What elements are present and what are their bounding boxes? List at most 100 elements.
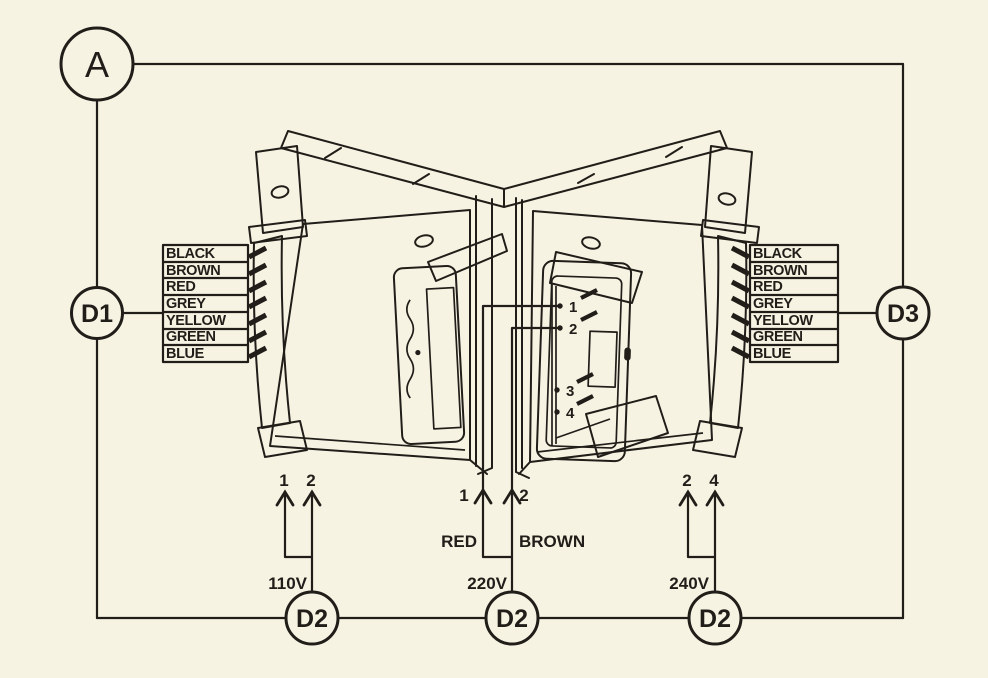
right-stub-6	[730, 329, 751, 344]
left-socket-plate	[425, 286, 462, 430]
tap-110v-pin-b: 2	[306, 471, 315, 490]
right-terminal-label: BLUE	[753, 346, 792, 362]
right-terminal-grid	[748, 243, 840, 364]
detector-node-d1	[70, 286, 124, 340]
left-stub-1	[247, 245, 268, 260]
tap-240v-pin-b: 4	[709, 471, 719, 490]
left-top-flange	[280, 130, 505, 208]
right-connector-frame	[535, 259, 633, 463]
left-stub-7	[247, 345, 268, 360]
pin4-stub	[576, 394, 594, 406]
tap-240v: 2 4 240V	[669, 471, 725, 594]
tap-220v: 1 2 RED BROWN 220V	[441, 304, 585, 594]
tap-240v-voltage: 240V	[669, 574, 709, 593]
right-connector	[535, 259, 633, 463]
right-mount-tab	[704, 145, 753, 234]
right-terminal-label: GREY	[753, 296, 793, 312]
right-terminal-label: BROWN	[753, 263, 807, 279]
pin2-number: 2	[569, 321, 577, 338]
tap-240v-pin-a: 2	[682, 471, 691, 490]
ammeter-label: A	[85, 44, 109, 85]
right-screw-hole-icon	[717, 192, 737, 206]
left-terminal-label: RED	[166, 279, 195, 295]
right-face-screw-hole-icon	[581, 236, 601, 250]
pin2-stub	[580, 310, 598, 322]
left-mount-tab	[255, 145, 304, 234]
d1-label: D1	[81, 300, 113, 328]
right-lower-tab	[692, 420, 743, 458]
detector-node-d3	[875, 285, 931, 341]
right-connector-edge-lines	[551, 284, 557, 446]
circuit-lines	[95, 62, 905, 620]
left-lower-tab	[257, 420, 308, 458]
left-terminal-label: YELLOW	[166, 313, 226, 329]
right-connector-latch	[587, 330, 618, 388]
left-socket-zigzag	[405, 299, 415, 399]
right-stub-1	[730, 245, 751, 260]
d2-110v-label: D2	[296, 605, 328, 633]
right-stub-2	[730, 262, 751, 277]
left-stub-6	[247, 329, 268, 344]
left-socket	[392, 264, 466, 446]
pin4-number: 4	[566, 405, 575, 422]
ammeter-node	[59, 26, 135, 102]
pin3-stub	[576, 372, 594, 384]
right-transformer-drawing: 1 2 3 4	[503, 130, 760, 479]
connector-pin-group: 1 2 3 4	[554, 288, 598, 422]
left-upper-ledge	[248, 219, 308, 244]
right-stub-4	[730, 295, 751, 310]
tap-110v: 1 2 110V	[268, 471, 322, 594]
tap-220v-wire-a: RED	[441, 532, 477, 551]
left-terminal-label: BLACK	[166, 246, 216, 262]
left-terminal-label: BROWN	[166, 263, 220, 279]
detector-node-d2-110v	[284, 590, 340, 646]
tap-220v-wires	[481, 304, 562, 594]
left-transformer-drawing	[248, 130, 508, 475]
left-stub-4	[247, 295, 268, 310]
node-circles: A D1 D3 D2 D2 D2	[59, 26, 931, 646]
up-arrow-icon	[705, 489, 725, 507]
left-flange-tick-marks	[324, 147, 430, 185]
right-connector-plate	[545, 275, 623, 449]
detector-node-d2-240v	[687, 590, 743, 646]
right-stub-3	[730, 279, 751, 294]
tap-220v-pin-a: 1	[459, 486, 468, 505]
left-socket-hood	[427, 233, 508, 282]
pin3-dot	[554, 387, 560, 393]
right-spine-edges	[515, 197, 531, 479]
up-arrow-icon	[678, 489, 698, 507]
left-socket-frame	[392, 264, 466, 446]
right-terminal-label: YELLOW	[753, 313, 813, 329]
up-arrow-icon	[275, 489, 295, 507]
pin4-dot	[554, 409, 560, 415]
pin1-stub	[580, 288, 598, 300]
left-terminal-box: BLACK BROWN RED GREY YELLOW GREEN BLUE	[161, 243, 268, 364]
right-stub-5	[730, 312, 751, 327]
up-arrow-icon	[473, 487, 493, 505]
left-terminal-grid	[161, 243, 250, 364]
left-stub-3	[247, 279, 268, 294]
d2-240v-label: D2	[699, 605, 731, 633]
right-connector-keyway	[624, 347, 631, 361]
left-stub-5	[247, 312, 268, 327]
tap-220v-pin-b: 2	[519, 486, 528, 505]
right-flange-tick-marks	[577, 146, 683, 184]
left-terminal-label: GREY	[166, 296, 206, 312]
left-stub-2	[247, 262, 268, 277]
right-connector-bottom-hood	[585, 395, 669, 458]
left-terminal-label: BLUE	[166, 346, 205, 362]
right-stub-7	[730, 345, 751, 360]
right-terminal-label: GREEN	[753, 329, 803, 345]
tap-220v-wire-b: BROWN	[519, 532, 585, 551]
right-terminal-box: BLACK BROWN RED GREY YELLOW GREEN BLUE	[730, 243, 840, 364]
right-terminal-label: BLACK	[753, 246, 803, 262]
pin3-number: 3	[566, 383, 574, 400]
tap-220v-voltage: 220V	[467, 574, 507, 593]
tap-110v-voltage: 110V	[268, 574, 307, 593]
right-terminal-strip	[709, 235, 748, 429]
detector-node-d2-220v	[484, 590, 540, 646]
right-front-face	[529, 210, 713, 463]
d3-label: D3	[887, 300, 919, 328]
